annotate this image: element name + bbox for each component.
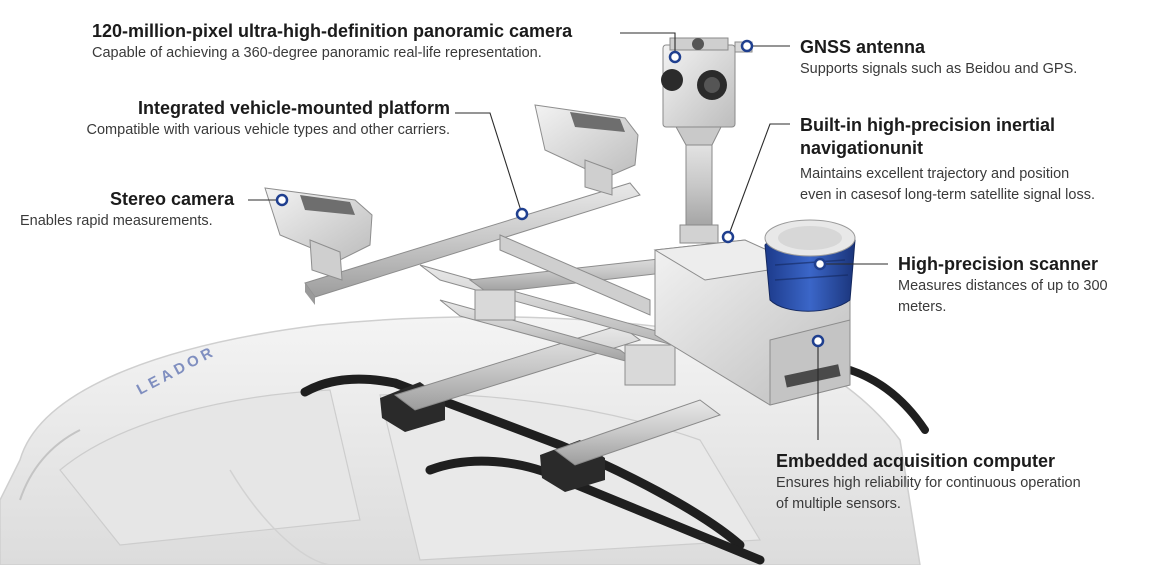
callout-markers <box>275 39 827 348</box>
leader-ins <box>727 123 790 238</box>
callout-computer: Embedded acquisition computer Ensures hi… <box>776 450 1081 515</box>
marker-scanner <box>813 257 827 271</box>
callout-camera: 120-million-pixel ultra-high-definition … <box>92 20 572 64</box>
callout-scanner-title: High-precision scanner <box>898 254 1099 274</box>
callout-computer-desc-2: of multiple sensors. <box>776 496 901 512</box>
leader-platform <box>455 112 523 215</box>
callout-ins-title-1: Built-in high-precision inertial <box>800 115 1056 135</box>
laser-scanner <box>764 219 856 312</box>
stereo-camera-left <box>264 187 373 281</box>
callout-camera-title: 120-million-pixel ultra-high-definition … <box>92 21 573 41</box>
callout-scanner-desc-2: meters. <box>898 299 947 315</box>
leader-lines <box>248 32 888 440</box>
callout-ins: Built-in high-precision inertial navigat… <box>800 114 1095 206</box>
callout-ins-desc-1: Maintains excellent trajectory and posit… <box>800 166 1070 182</box>
callout-scanner-desc-1: Measures distances of up to 300 <box>898 278 1108 294</box>
callout-platform: Integrated vehicle-mounted platform Comp… <box>20 97 450 141</box>
stereo-camera-right <box>534 104 639 196</box>
callout-camera-desc: Capable of achieving a 360-degree panora… <box>92 45 542 61</box>
roof-rack <box>300 324 929 565</box>
callout-ins-desc-2: even in casesof long-term satellite sign… <box>800 187 1095 203</box>
callout-stereo: Stereo camera Enables rapid measurements… <box>20 188 234 232</box>
callout-ins-title-2: navigationunit <box>800 138 923 158</box>
callout-gnss-desc: Supports signals such as Beidou and GPS. <box>800 61 1078 77</box>
marker-gnss <box>740 39 754 53</box>
marker-camera <box>668 50 682 64</box>
callout-scanner: High-precision scanner Measures distance… <box>898 253 1108 318</box>
callout-stereo-title: Stereo camera <box>110 189 235 209</box>
marker-stereo <box>275 193 289 207</box>
marker-ins <box>721 230 735 244</box>
callout-stereo-desc: Enables rapid measurements. <box>20 213 213 229</box>
callout-platform-desc: Compatible with various vehicle types an… <box>86 122 450 138</box>
callout-computer-desc-1: Ensures high reliability for continuous … <box>776 475 1081 491</box>
marker-platform <box>515 207 529 221</box>
callout-gnss-title: GNSS antenna <box>800 37 926 57</box>
panoramic-camera-mast <box>661 37 753 244</box>
callout-computer-title: Embedded acquisition computer <box>776 451 1056 471</box>
leader-camera <box>620 32 676 57</box>
marker-computer <box>811 334 825 348</box>
callout-gnss: GNSS antenna Supports signals such as Be… <box>800 36 1077 80</box>
callout-platform-title: Integrated vehicle-mounted platform <box>137 98 450 118</box>
